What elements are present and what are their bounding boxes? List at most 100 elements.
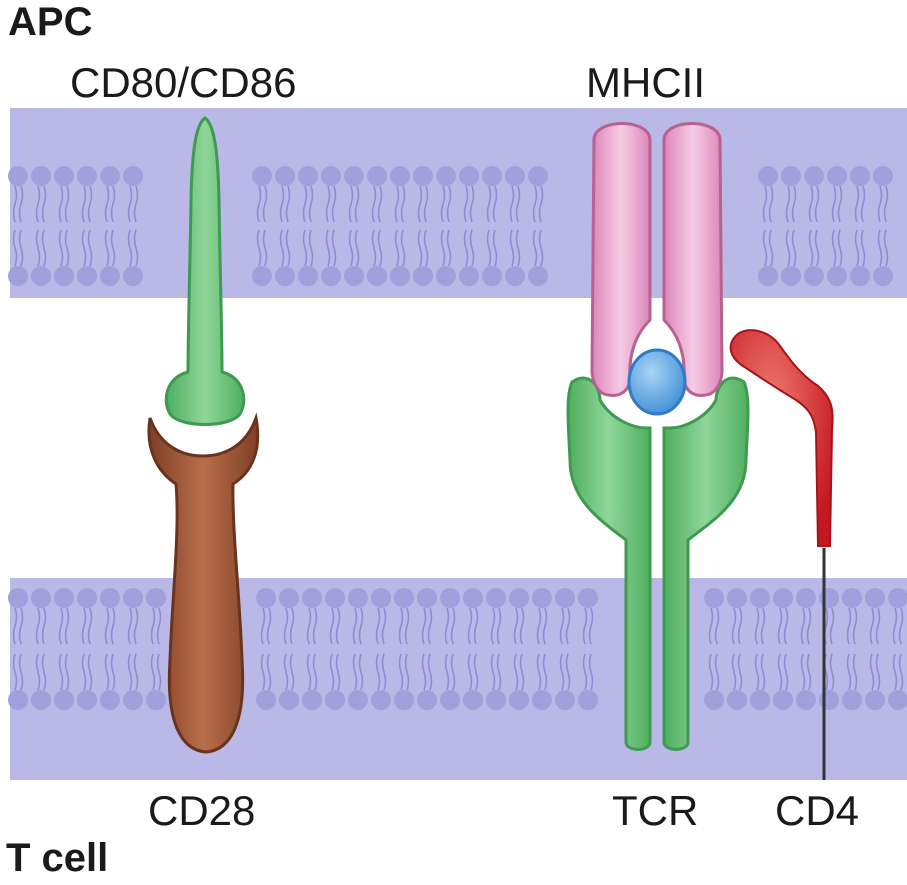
lipid-tail <box>538 185 544 223</box>
lipid-tail <box>329 607 335 645</box>
lipid-head <box>555 588 575 608</box>
lipid-head <box>804 266 824 286</box>
lipid-tail <box>133 229 139 267</box>
lipid-tail <box>808 185 814 223</box>
lipid-tail <box>806 607 812 645</box>
lipid-head <box>54 166 74 186</box>
lipid-tail <box>854 229 860 267</box>
lipid-tail <box>381 607 387 645</box>
lipid-tail <box>81 607 87 645</box>
lipid-head <box>54 690 74 710</box>
lipid-head <box>367 166 387 186</box>
lipid-tail <box>156 607 162 645</box>
lipid-head <box>321 266 341 286</box>
lipid-head <box>146 588 166 608</box>
lipid-tail <box>331 185 337 223</box>
lipid-tail <box>394 229 400 267</box>
lipid-tail <box>800 607 806 645</box>
lipid-head <box>275 166 295 186</box>
lipid-head <box>796 588 816 608</box>
lipid-tail <box>814 185 820 223</box>
lipid-tail <box>877 185 883 223</box>
mhcii-complex <box>590 122 724 397</box>
lipid-head <box>528 266 548 286</box>
lipid-tail <box>444 607 450 645</box>
membranes <box>8 108 907 780</box>
lipid-tail <box>783 607 789 645</box>
lipid-head <box>417 690 437 710</box>
lipid-head <box>578 588 598 608</box>
lipid-tail <box>777 653 783 691</box>
lipid-tail <box>440 229 446 267</box>
lipid-tail <box>898 607 904 645</box>
lipid-tail <box>104 185 110 223</box>
lipid-head <box>505 266 525 286</box>
lipid-tail <box>335 653 341 691</box>
lipid-head <box>413 266 433 286</box>
lipid-tail <box>854 185 860 223</box>
lipid-head <box>302 588 322 608</box>
lipid-tail <box>869 607 875 645</box>
lipid-head <box>100 690 120 710</box>
lipid-tail <box>35 653 41 691</box>
lipid-tail <box>325 185 331 223</box>
lipid-head <box>750 588 770 608</box>
lipid-tail <box>18 653 24 691</box>
lipid-tail <box>150 653 156 691</box>
lipid-tail <box>509 185 515 223</box>
lipid-head <box>123 166 143 186</box>
lipid-tail <box>852 607 858 645</box>
lipid-head <box>146 690 166 710</box>
lipid-tail <box>808 229 814 267</box>
lipid-tail <box>883 185 889 223</box>
lipid-tail <box>892 653 898 691</box>
lipid-tail <box>427 653 433 691</box>
cd28-receptor <box>147 412 260 754</box>
lipid-tail <box>486 229 492 267</box>
lipid-tail <box>800 653 806 691</box>
lipid-tail <box>519 607 525 645</box>
lipid-tail <box>515 185 521 223</box>
lipid-tail <box>104 607 110 645</box>
lipid-head <box>804 166 824 186</box>
lipid-head <box>796 690 816 710</box>
lipid-head <box>413 166 433 186</box>
lipid-tail <box>542 607 548 645</box>
lipid-tail <box>565 653 571 691</box>
lipid-head <box>8 166 28 186</box>
lipid-tail <box>829 653 835 691</box>
t-cell-label: T cell <box>6 836 109 880</box>
lipid-tail <box>256 229 262 267</box>
cd4-coreceptor <box>729 329 834 780</box>
lipid-tail <box>266 653 272 691</box>
lipid-tail <box>490 607 496 645</box>
lipid-head <box>758 166 778 186</box>
lipid-tail <box>285 229 291 267</box>
lipid-head <box>77 690 97 710</box>
lipid-tail <box>559 653 565 691</box>
lipid-tail <box>377 185 383 223</box>
lipid-tail <box>81 229 87 267</box>
lipid-tail <box>35 185 41 223</box>
lipid-tail <box>467 653 473 691</box>
lipid-head <box>348 588 368 608</box>
lipid-head <box>100 588 120 608</box>
lipid-tail <box>490 653 496 691</box>
lipid-head <box>505 166 525 186</box>
lipid-head <box>773 690 793 710</box>
lipid-tail <box>81 185 87 223</box>
lipid-head <box>31 690 51 710</box>
lipid-head <box>325 588 345 608</box>
lipid-tail <box>875 607 881 645</box>
lipid-tail <box>515 229 521 267</box>
lipid-tail <box>444 653 450 691</box>
lipid-head <box>371 588 391 608</box>
lipid-tail <box>892 607 898 645</box>
lipid-head <box>463 588 483 608</box>
lipid-tail <box>352 653 358 691</box>
lipid-tail <box>754 607 760 645</box>
lipid-tail <box>133 653 139 691</box>
lipid-tail <box>852 653 858 691</box>
lipid-tail <box>110 607 116 645</box>
lipid-head <box>8 588 28 608</box>
